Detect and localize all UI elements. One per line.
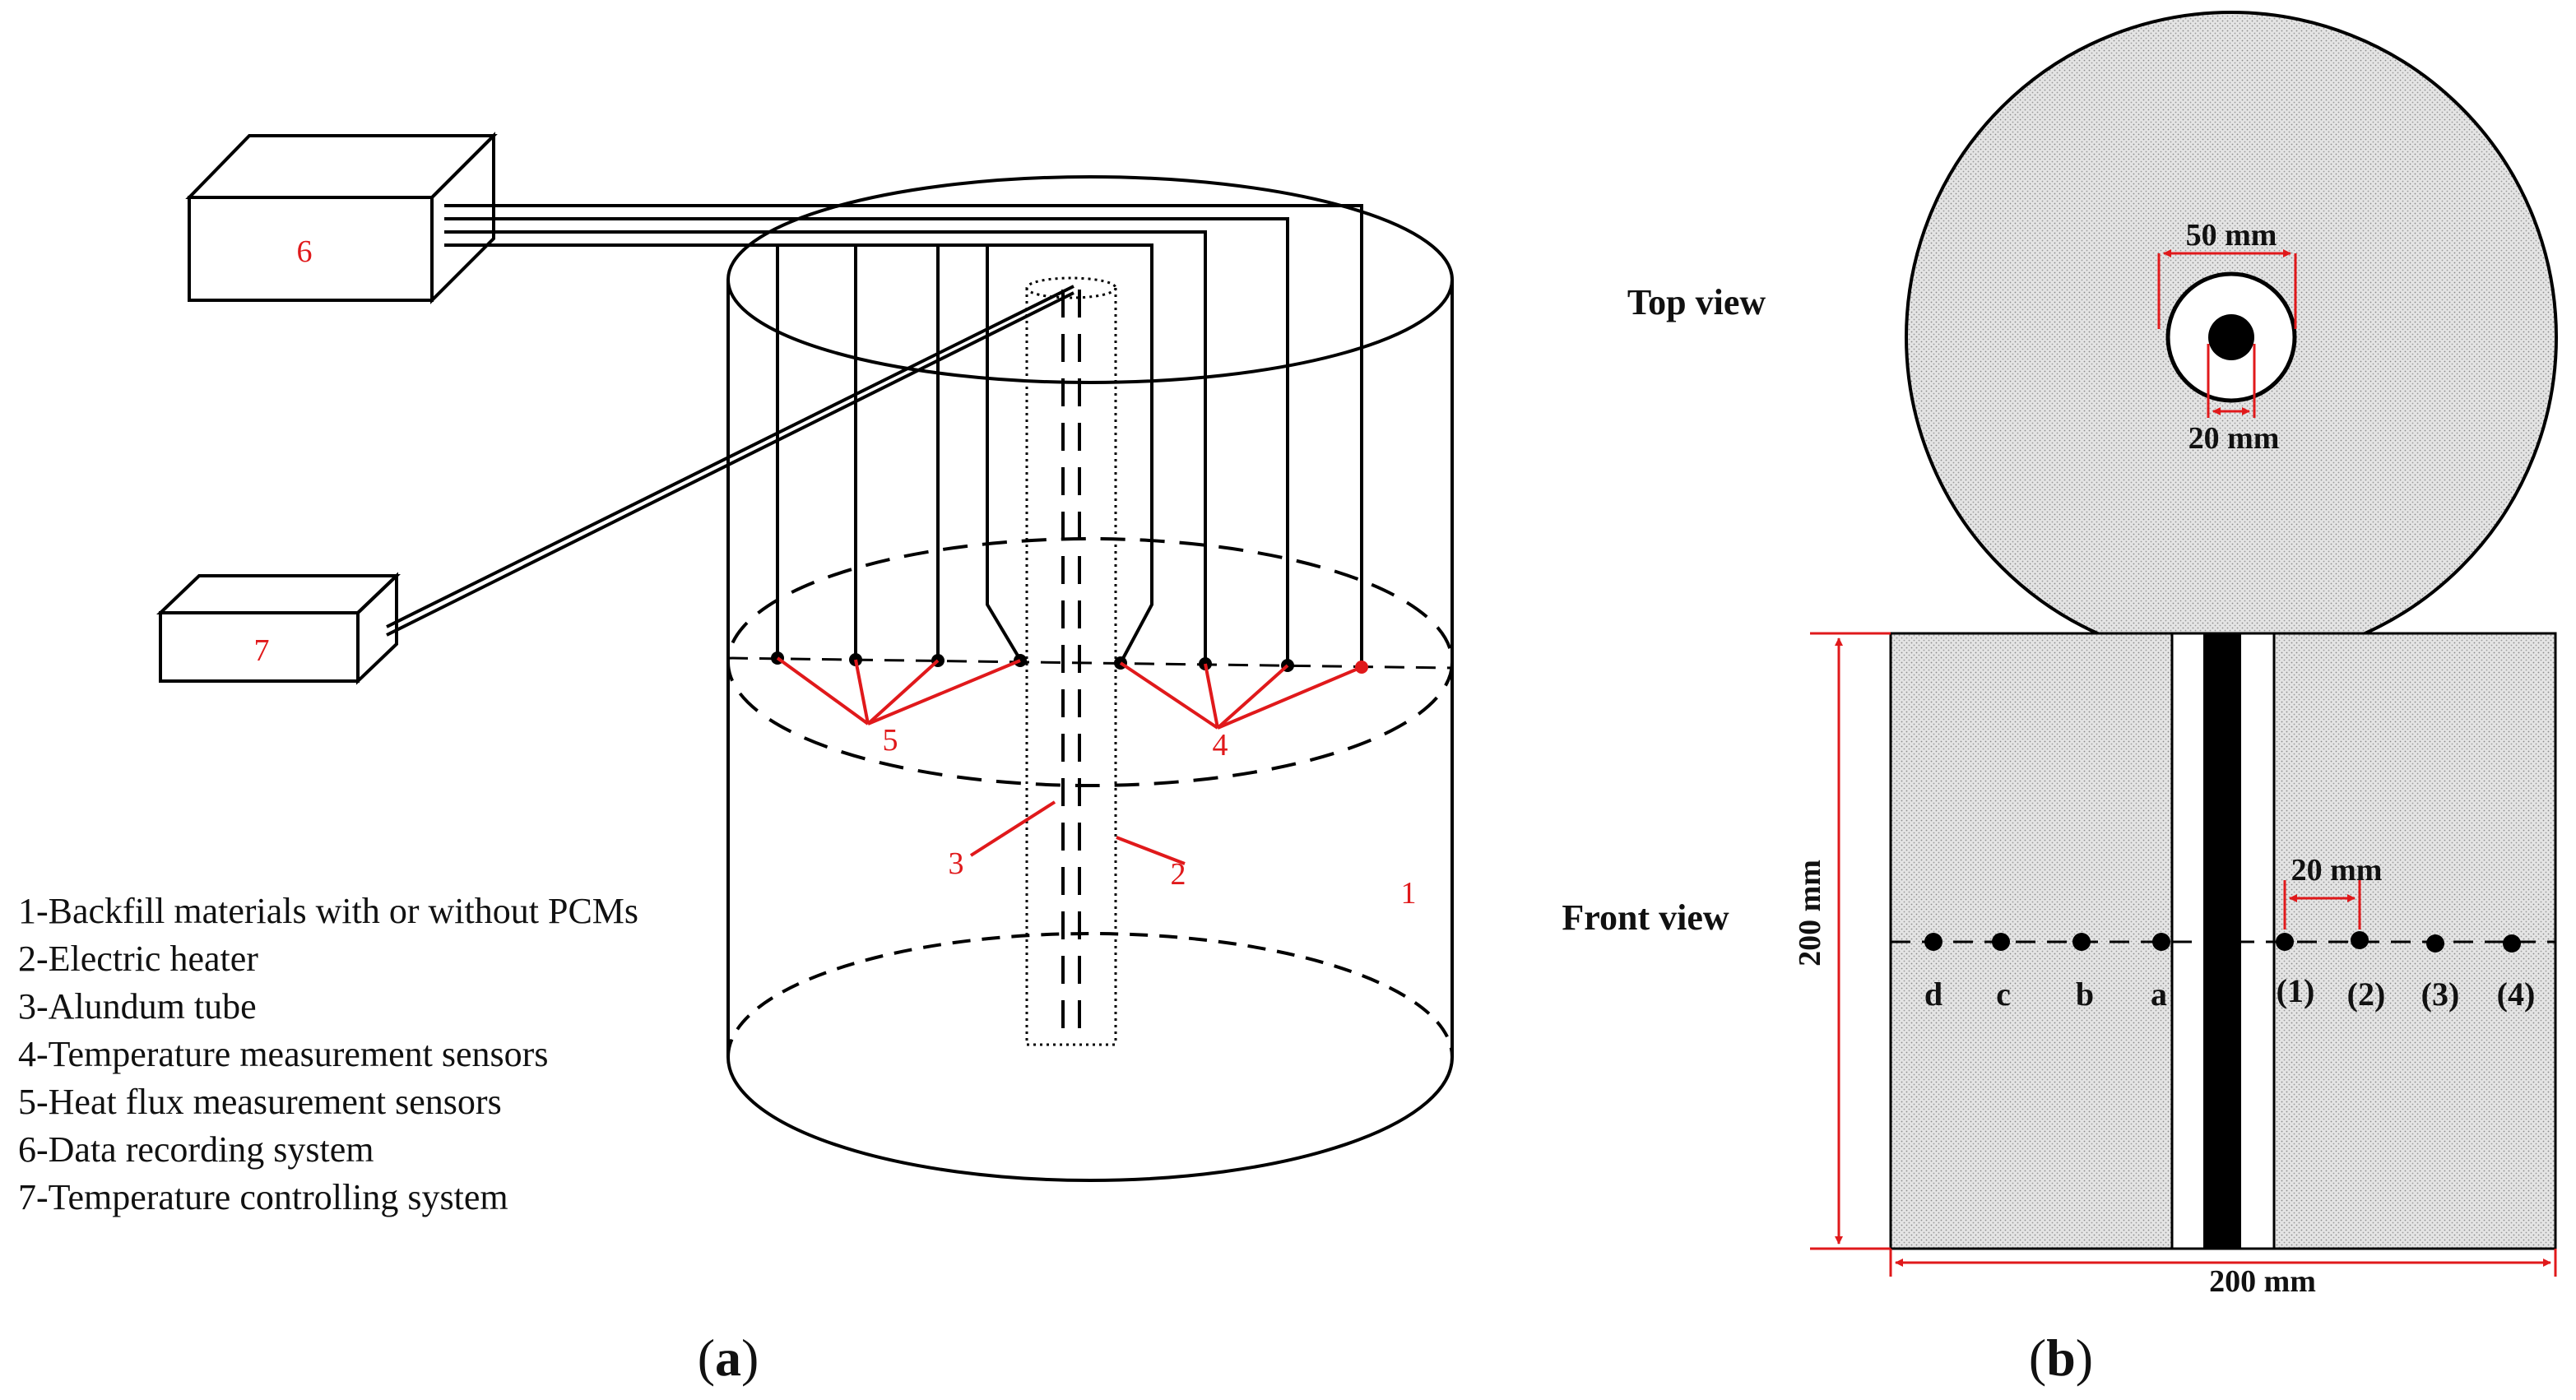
top-dim-50 [2157,249,2297,329]
point-label-left: c [1996,976,2011,1013]
point-label-right: (3) [2421,976,2460,1013]
front-dim-spacing [2283,880,2361,929]
legend-item: 7-Temperature controlling system [18,1177,508,1217]
front-view [1889,632,2557,1250]
box-label-temp-controller: 7 [254,633,270,668]
front-point-labels: d c b a (1) (2) (3) (4) [1924,972,2535,1013]
top-view-title: Top view [1627,282,1766,322]
sensor-dots [771,651,1368,674]
point-label-left: a [2151,976,2167,1013]
callout-backfill: 1 [1401,876,1417,911]
backfill-cylinder [726,175,1454,1182]
front-dim-spacing-label: 20 mm [2291,853,2383,888]
front-dim-height [1810,632,1891,1250]
legend-item: 5-Heat flux measurement sensors [18,1082,502,1122]
panel-label-b: (b) [2029,1328,2093,1387]
legend-item: 4-Temperature measurement sensors [18,1034,548,1074]
box-label-data-recorder: 6 [297,234,313,269]
front-dim-width-label: 200 mm [2209,1264,2316,1299]
top-dim-20-label: 20 mm [2188,421,2280,456]
heater-wire [386,285,1074,637]
sensor-wires [444,204,1363,668]
electric-heater [1061,290,1081,1038]
callout-tube: 3 [949,846,964,881]
top-dim-20 [2207,344,2256,418]
point-label-left: b [2076,976,2094,1013]
point-label-left: d [1924,976,1942,1013]
top-view [1905,11,2558,664]
top-dim-50-label: 50 mm [2186,218,2277,253]
front-dim-width [1889,1249,2557,1277]
panel-a-labels: 6 7 1 2 3 4 5 [254,234,1417,911]
point-label-right: (4) [2497,976,2536,1013]
temp-controller-box [156,572,401,685]
front-view-title: Front view [1562,897,1729,938]
legend-item: 6-Data recording system [18,1129,374,1170]
front-dim-height-label: 200 mm [1793,860,1827,967]
front-measure-points [1924,931,2521,953]
legend-item: 1-Backfill materials with or without PCM… [18,891,638,931]
callout-temp-sensors: 4 [1213,728,1228,763]
callout-lines [776,656,1362,865]
panel-label-a: (a) [698,1328,759,1387]
callout-flux-sensors: 5 [883,723,898,758]
data-recording-box [185,132,498,304]
point-label-right: (2) [2347,976,2386,1013]
legend: 1-Backfill materials with or without PCM… [18,891,638,1217]
legend-item: 2-Electric heater [18,939,258,979]
panel-a-diagram [156,132,1454,1182]
point-label-right: (1) [2277,972,2315,1009]
legend-item: 3-Alundum tube [18,986,257,1027]
alundum-tube [1025,276,1117,1046]
callout-heater: 2 [1171,857,1186,892]
